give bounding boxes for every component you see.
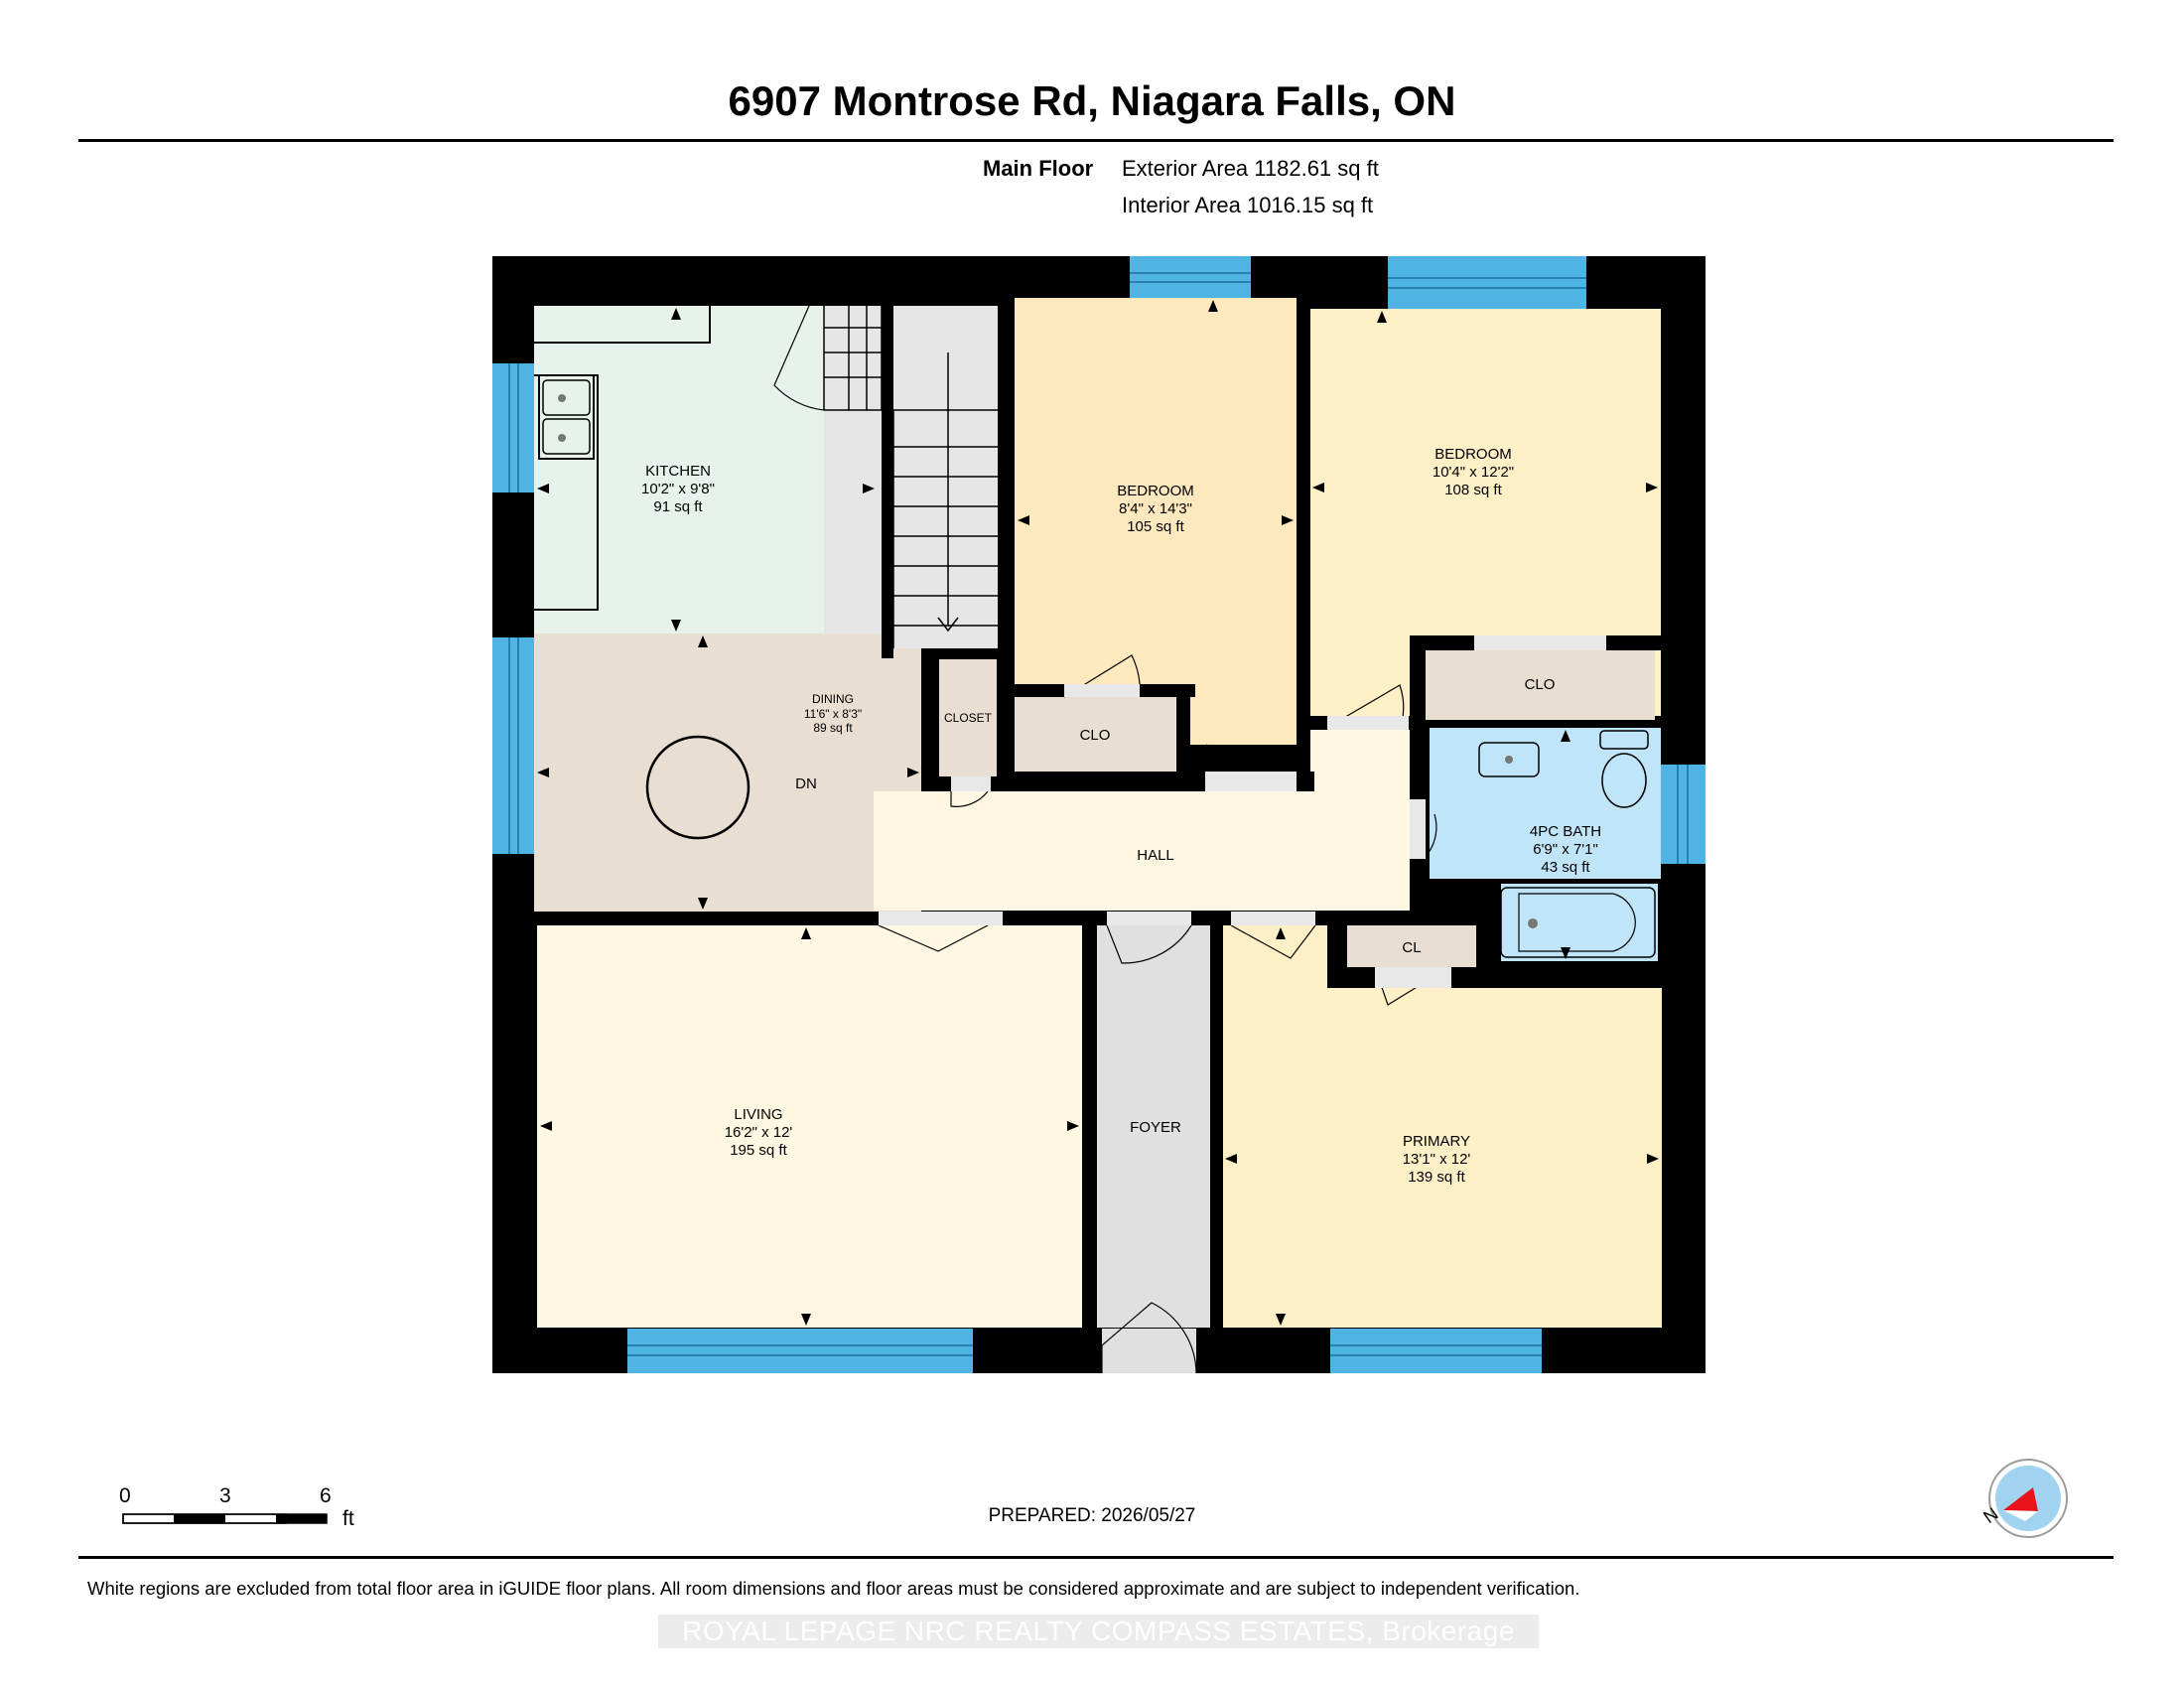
clo2-name: CLO (1525, 676, 1556, 693)
primary-name: PRIMARY (1403, 1133, 1470, 1150)
living-room (537, 925, 1082, 1328)
stair-treads (823, 306, 998, 648)
primary-top (1223, 925, 1327, 995)
living-name: LIVING (734, 1106, 782, 1123)
sink-drain-1 (558, 394, 566, 402)
clo1-name: CLO (1080, 727, 1111, 744)
wall-bath-step (1410, 879, 1479, 899)
wall-cl-left (1327, 912, 1347, 986)
toilet-tank-icon (1599, 730, 1649, 750)
vanity-icon (1478, 742, 1540, 777)
wall-closet-top (921, 647, 1001, 659)
hall-name: HALL (1137, 847, 1174, 864)
toilet-icon (1601, 753, 1647, 808)
dining-area: 89 sq ft (813, 721, 853, 735)
kitchen-dims: 10'2" x 9'8" (641, 481, 715, 497)
wall-clo1-right (1176, 684, 1190, 791)
window-lines (508, 272, 1689, 1356)
bath-area: 43 sq ft (1541, 859, 1590, 876)
windows (492, 256, 1706, 1373)
closet-name: CLOSET (944, 711, 993, 725)
wall-bed1-left (998, 298, 1015, 791)
header-rule (78, 139, 2114, 142)
clo1-room (1015, 697, 1176, 772)
compass-icon (1988, 1459, 2068, 1538)
bedroom2-dims: 10'4" x 12'2" (1433, 464, 1514, 481)
foyer-room (1083, 925, 1210, 1328)
wall-foyer-left (1082, 912, 1097, 1329)
footer-rule (78, 1556, 2114, 1559)
stairs-top (824, 306, 882, 410)
dimension-arrows (537, 300, 1659, 1326)
dining-room (534, 633, 921, 912)
kitchen-door-swing (773, 305, 825, 411)
foyer-name: FOYER (1130, 1119, 1181, 1136)
vanity-drain (1505, 756, 1513, 764)
bedroom2-area: 108 sq ft (1444, 482, 1502, 498)
interior-area: Interior Area 1016.15 sq ft (1122, 193, 1374, 217)
sink-drain-2 (558, 434, 566, 442)
dining-name: DINING (812, 692, 854, 706)
cl-name: CL (1402, 939, 1421, 956)
living-dims: 16'2" x 12' (725, 1124, 793, 1141)
bathtub-inner (1518, 893, 1636, 952)
scale-tick-3: 3 (219, 1484, 231, 1507)
sink-basin-1 (542, 379, 591, 416)
prepared-date: PREPARED: 2026/05/27 (988, 1505, 1196, 1526)
scale-tick-6: 6 (320, 1484, 332, 1507)
kitchen-top (534, 306, 822, 405)
kitchen-counter-top (534, 306, 711, 344)
stairs-arrow-icon (937, 617, 959, 633)
scale-unit: ft (342, 1507, 354, 1530)
bedroom1-dims: 8'4" x 14'3" (1119, 500, 1192, 517)
scale-tick-0: 0 (119, 1484, 131, 1507)
bedroom1-area: 105 sq ft (1127, 518, 1184, 535)
dining-table (645, 735, 751, 840)
exterior-area: Exterior Area 1182.61 sq ft (1122, 156, 1379, 181)
living-area: 195 sq ft (730, 1142, 787, 1159)
bedroom1-room (1015, 298, 1297, 745)
cl-fill (1347, 925, 1476, 967)
bath-dims: 6'9" x 7'1" (1533, 841, 1598, 858)
bathtub-icon (1500, 887, 1656, 958)
sink-icon (538, 374, 595, 460)
scale-bar (122, 1513, 328, 1524)
bedroom2-name: BEDROOM (1434, 446, 1512, 463)
bathtub-drain (1528, 918, 1538, 928)
kitchen-area: 91 sq ft (653, 498, 703, 515)
floor-label: Main Floor (983, 156, 1094, 181)
wall-closet-left (921, 647, 939, 791)
closet-room (939, 657, 997, 776)
stairs-label: DN (795, 775, 817, 792)
wall-foyer-right (1210, 912, 1223, 1329)
sink-basin-2 (542, 418, 591, 455)
primary-dims: 13'1" x 12' (1403, 1151, 1471, 1168)
primary-room (1223, 988, 1662, 1328)
entry-door-area (1102, 1329, 1196, 1373)
kitchen-name: KITCHEN (645, 463, 711, 480)
wall-mid (534, 912, 1661, 925)
clo2-room (1426, 650, 1655, 720)
bath-name: 4PC BATH (1530, 823, 1601, 840)
door-openings (879, 635, 1606, 988)
bedroom1-name: BEDROOM (1117, 483, 1194, 499)
dining-dims: 11'6" x 8'3" (804, 707, 862, 721)
primary-area: 139 sq ft (1408, 1169, 1465, 1186)
disclaimer-text: White regions are excluded from total fl… (87, 1578, 1580, 1599)
bath-tub-fill (1501, 884, 1658, 961)
wall-bed1-right (1297, 298, 1310, 791)
hall-side (1310, 730, 1410, 911)
brokerage-watermark: ROYAL LEPAGE NRC REALTY COMPASS ESTATES,… (658, 1615, 1539, 1648)
page-title: 6907 Montrose Rd, Niagara Falls, ON (728, 77, 1456, 124)
wall-stairs-left (882, 306, 893, 658)
